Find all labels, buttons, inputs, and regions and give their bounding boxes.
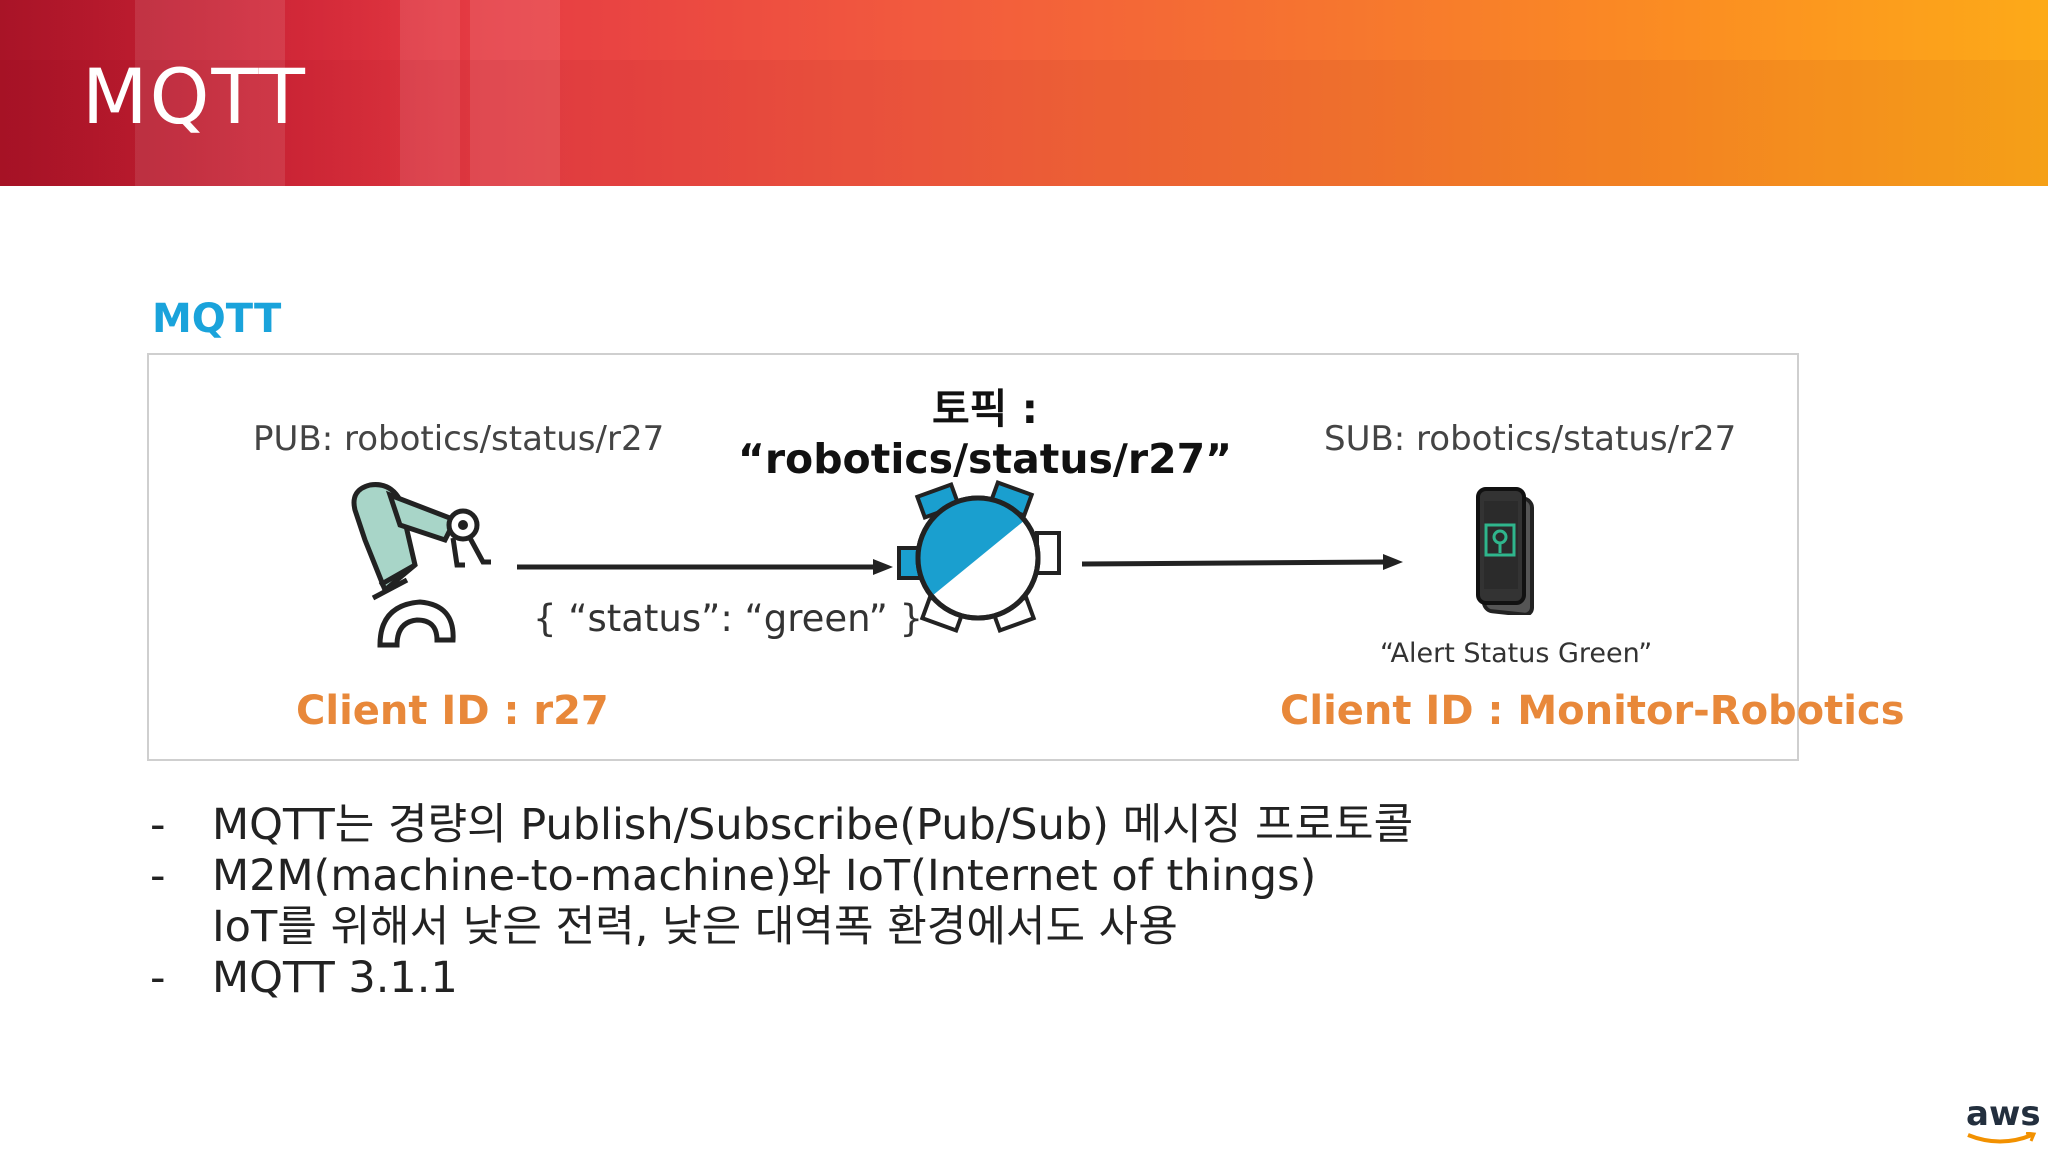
page-title: MQTT [82,52,307,141]
bullet-dash [150,902,212,953]
topic-label: 토픽 : “robotics/status/r27” [737,385,1233,483]
phone-icon [1476,487,1534,615]
diagram-frame [147,353,1799,761]
bullet-text: M2M(machine-to-machine)와 IoT(Internet of… [212,851,1317,901]
aws-logo-text: aws [1966,1094,2041,1134]
bullet-dash: - [150,800,166,850]
banner-stripe [400,0,460,186]
payload-label: { “status”: “green” } [533,597,924,640]
publisher-client-id: Client ID : r27 [296,688,609,734]
bullet-text: IoT를 위해서 낮은 전력, 낮은 대역폭 환경에서도 사용 [212,902,1178,952]
robot-arm-icon [351,482,491,648]
section-title: MQTT [152,296,282,342]
subscriber-client-id: Client ID : Monitor-Robotics [1280,688,1905,734]
subscribe-label: SUB: robotics/status/r27 [1324,419,1737,459]
alert-label: “Alert Status Green” [1380,638,1653,669]
banner-stripe [135,0,285,186]
list-item: - M2M(machine-to-machine)와 IoT(Internet … [150,851,1413,902]
bullet-dash: - [150,851,166,901]
banner-band [0,60,2048,186]
arrow-icon [517,559,893,575]
header-banner: MQTT [0,0,2048,186]
broker-icon [897,479,1061,634]
bullet-text: MQTT 3.1.1 [212,953,458,1003]
arrow-icon [1081,554,1403,570]
banner-shade [0,0,560,186]
bullet-list: - MQTT는 경량의 Publish/Subscribe(Pub/Sub) 메… [150,800,1413,1004]
list-item: IoT를 위해서 낮은 전력, 낮은 대역폭 환경에서도 사용 [150,902,1413,953]
list-item: - MQTT는 경량의 Publish/Subscribe(Pub/Sub) 메… [150,800,1413,851]
aws-logo: aws [1966,1094,2041,1144]
list-item: - MQTT 3.1.1 [150,953,1413,1004]
publish-label: PUB: robotics/status/r27 [253,419,665,459]
bullet-dash: - [150,953,166,1003]
aws-smile-icon [1967,1132,2037,1144]
banner-stripe [470,0,560,186]
bullet-text: MQTT는 경량의 Publish/Subscribe(Pub/Sub) 메시징… [212,800,1414,850]
